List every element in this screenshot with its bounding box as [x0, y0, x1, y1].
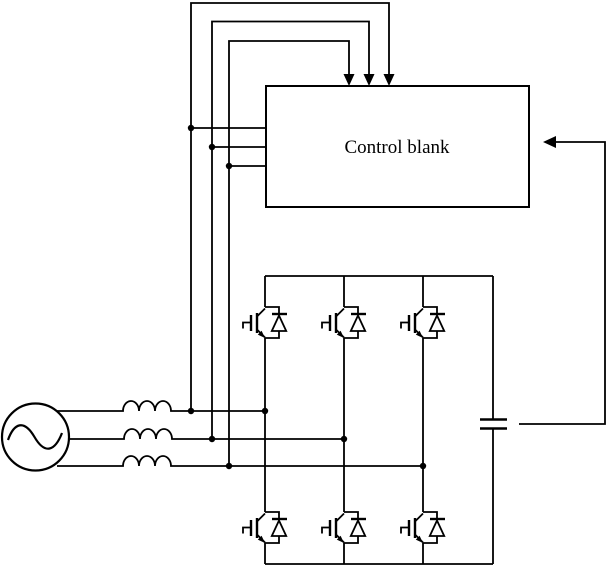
bridge-wires [264, 275, 494, 565]
gate-loop-wire-1 [190, 2, 390, 411]
junction-dot [225, 162, 233, 170]
down-arrow-icons [343, 74, 395, 86]
phase-c-line-with-inductor-icon [57, 455, 423, 467]
feedback-wire [519, 136, 606, 425]
phase-lines [57, 400, 423, 467]
junction-dot [187, 407, 195, 415]
igbt-bottom-1-icon [241, 510, 289, 545]
igbt-bottom-3-icon [399, 510, 447, 545]
phase-a-line-with-inductor-icon [57, 400, 265, 412]
igbt-top-3-icon [399, 305, 447, 340]
junction-dot [261, 407, 269, 415]
down-arrow-icon-1 [343, 74, 355, 86]
gate-loop-wire-2 [211, 20, 370, 439]
down-arrow-icon-2 [363, 74, 375, 86]
igbt-top-1-icon [241, 305, 289, 340]
junction-dot [225, 462, 233, 470]
junction-dot [208, 143, 216, 151]
junction-dot [187, 124, 195, 132]
phase-b-line-with-inductor-icon [69, 428, 344, 440]
gate-loop-wire-3 [228, 40, 350, 466]
capacitor-icon [480, 418, 507, 430]
down-arrow-icon-3 [383, 74, 395, 86]
junction-dots [187, 124, 427, 470]
igbt-bottom-2-icon [320, 510, 368, 545]
control-box-label: Control blank [344, 137, 450, 158]
feedback-left-arrow-icon [543, 136, 556, 148]
gate-signal-loop-wires [190, 2, 390, 466]
igbt-top-2-icon [320, 305, 368, 340]
sine-wave-icon [6, 424, 64, 450]
ac-source-icon [0, 402, 71, 472]
junction-dot [208, 435, 216, 443]
control-feed-wires [191, 127, 266, 167]
feedback-path [519, 141, 606, 425]
control-box [265, 85, 530, 208]
junction-dot [419, 462, 427, 470]
junction-dot [340, 435, 348, 443]
